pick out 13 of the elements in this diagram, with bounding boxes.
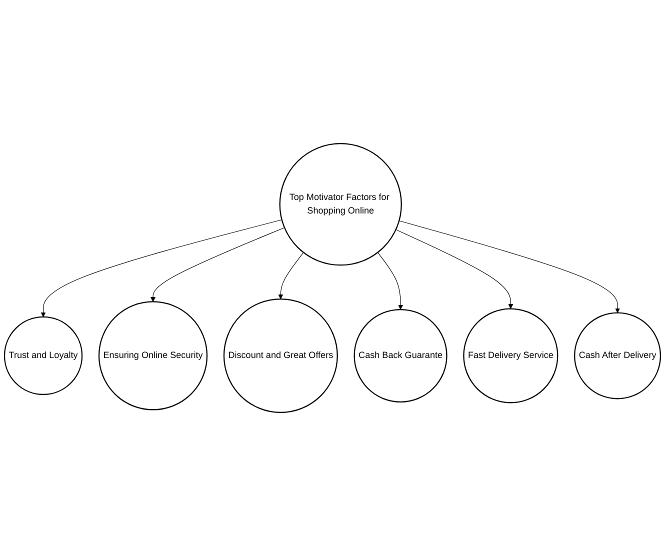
node-circle: Cash Back Guarante [354,308,448,402]
arrow [396,229,514,309]
arrow [398,220,620,313]
arrow [278,252,304,300]
arrow [377,252,404,310]
node-circle: Top Motivator Factors for Shopping Online [279,143,402,266]
node-circle: Cash After Delivery [574,312,662,400]
node-circle: Discount and Great Offers [223,298,338,413]
node-circle: Fast Delivery Service [463,308,558,404]
node-circle: Trust and Loyalty [4,316,83,396]
arrow [150,227,285,302]
arrow [40,219,282,318]
node-circle: Ensuring Online Security [98,301,208,410]
